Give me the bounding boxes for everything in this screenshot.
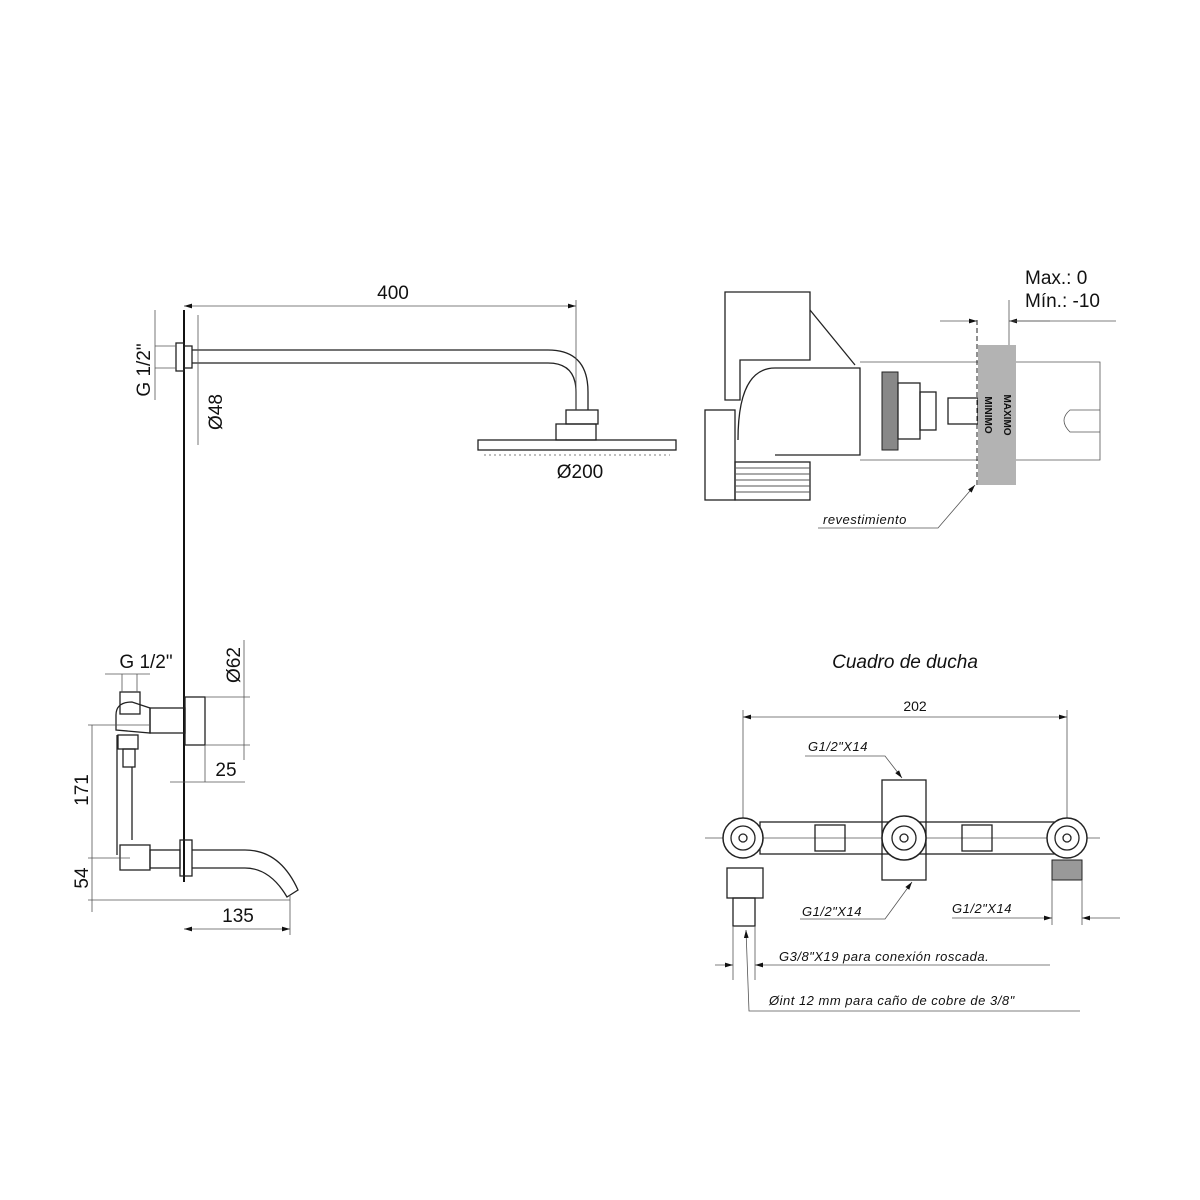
maximo-mark: MAXIMO	[1001, 394, 1012, 435]
thread-top: G1/2"X14	[808, 739, 868, 754]
dim-arm-thread: G 1/2"	[134, 343, 155, 396]
thread-bottom: G1/2"X14	[802, 904, 862, 919]
dim-spout-length: 135	[222, 906, 254, 927]
dim-head-diameter: Ø200	[557, 462, 603, 483]
max-tolerance: Max.: 0	[1025, 268, 1087, 289]
thread-right: G1/2"X14	[952, 901, 1012, 916]
cladding-label: revestimiento	[823, 512, 907, 527]
fitting-right	[1046, 817, 1088, 881]
copper-pipe-note: Øint 12 mm para caño de cobre de 3/8"	[768, 993, 1016, 1008]
dim-arm-length: 400	[377, 283, 409, 304]
frame-title: Cuadro de ducha	[832, 652, 978, 673]
shower-frame: Cuadro de ducha 202 G1/2"X14 G1/2"X14	[705, 652, 1120, 1012]
dim-plate-diameter: Ø62	[224, 647, 245, 683]
wall-valve	[115, 691, 299, 898]
threaded-connection-note: G3/8"X19 para conexión roscada.	[779, 949, 989, 964]
cladding-zone	[978, 345, 1016, 485]
dim-valve-to-spout: 171	[72, 774, 93, 806]
dim-flange-diameter: Ø48	[206, 394, 227, 430]
fitting-center	[881, 815, 927, 861]
side-view: 400 G 1/2" Ø48 Ø200 G 1/2" Ø62	[72, 283, 677, 935]
valve-detail: MINIMO MAXIMO Max.: 0 Mín.: -10 revestim…	[704, 268, 1116, 529]
shower-arm	[175, 342, 677, 456]
dim-spout-height: 54	[72, 867, 93, 889]
minimo-mark: MINIMO	[982, 396, 993, 433]
fitting-left	[722, 817, 764, 927]
dim-frame-width: 202	[903, 698, 927, 714]
dim-valve-thread: G 1/2"	[119, 652, 172, 673]
dim-plate-depth: 25	[215, 760, 236, 781]
min-tolerance: Mín.: -10	[1025, 291, 1100, 312]
